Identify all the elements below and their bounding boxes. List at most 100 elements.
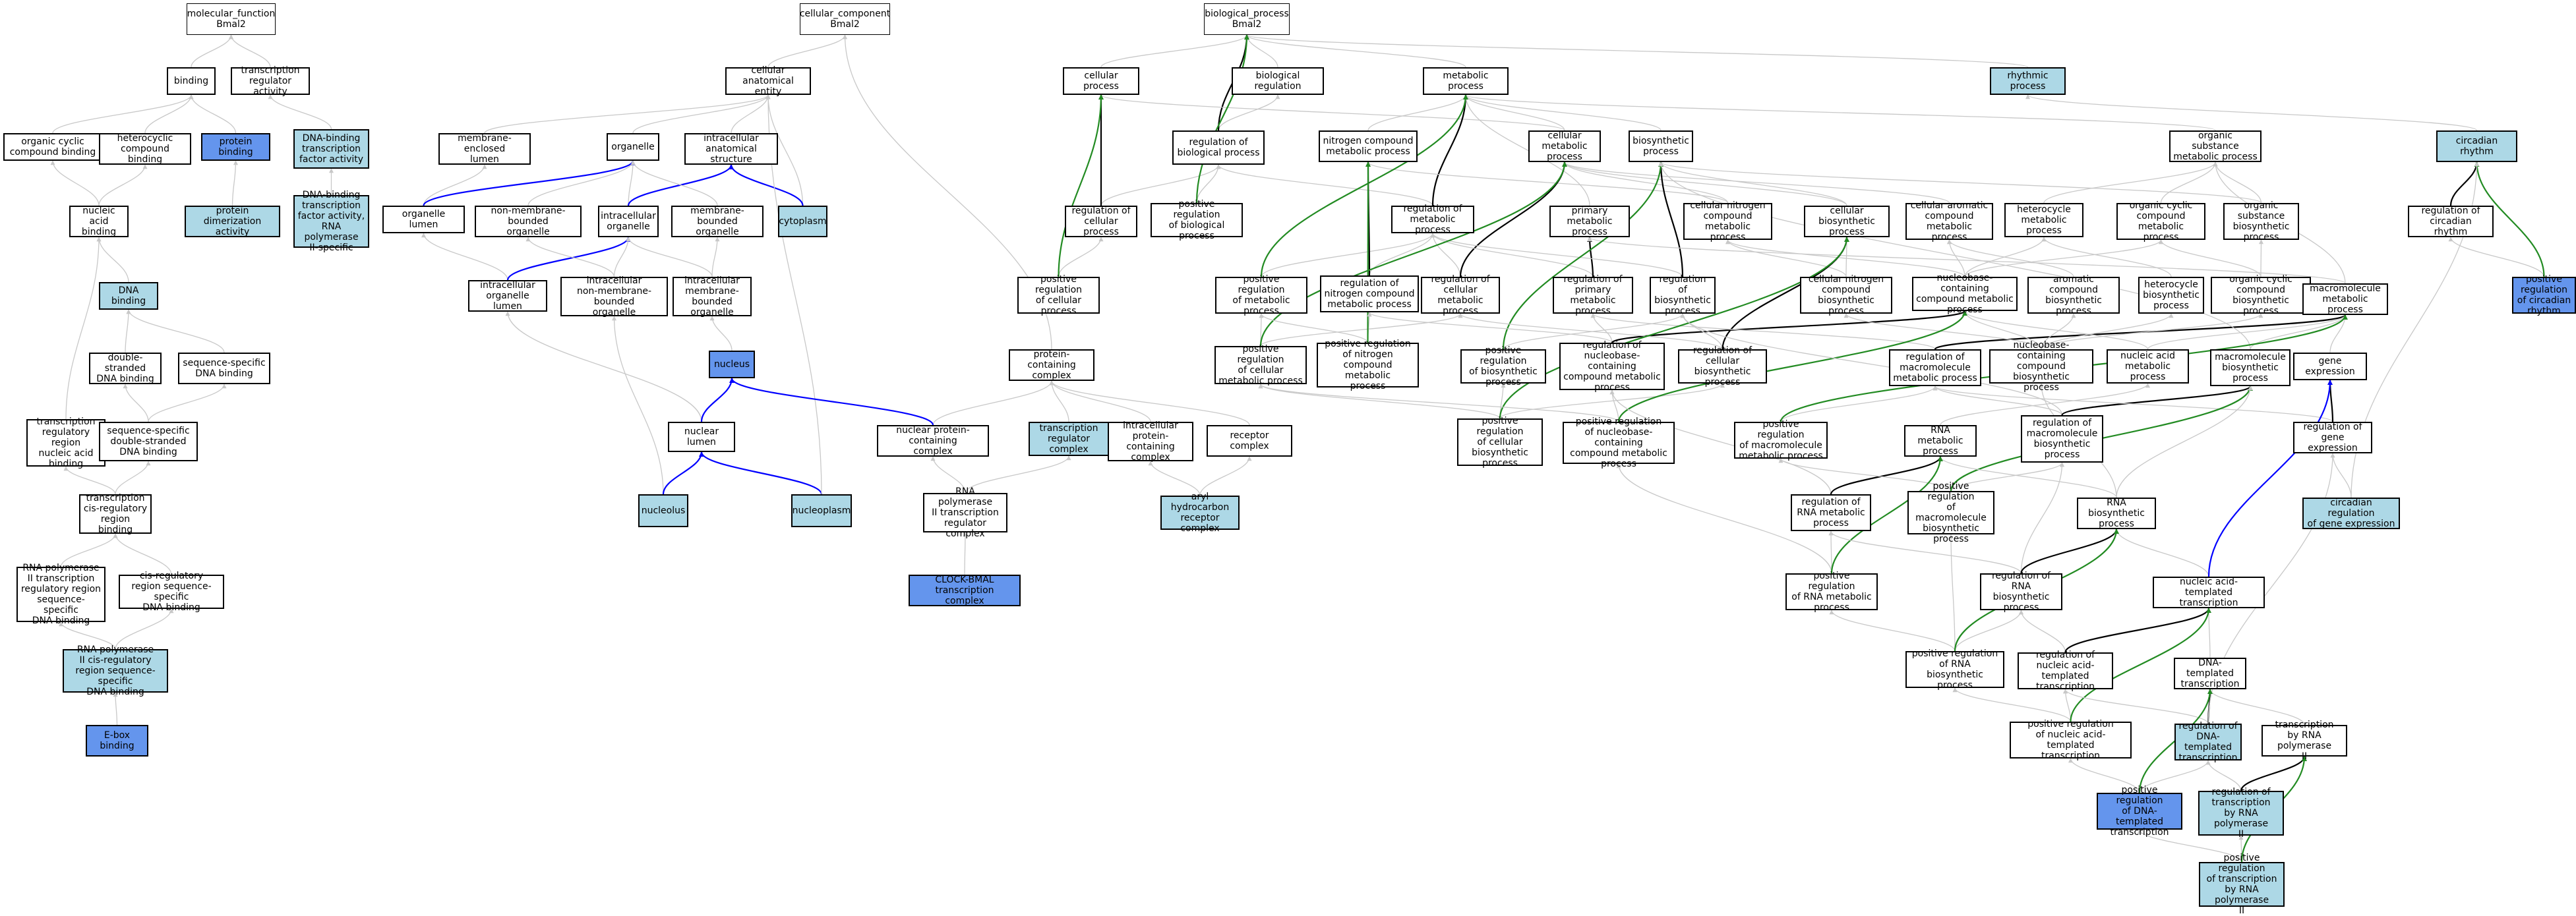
go-term-node-mmp[interactable]: macromolecule metabolic process — [2302, 283, 2388, 315]
go-term-node-reg-cp[interactable]: regulation of cellular process — [1065, 206, 1137, 237]
go-term-node-osmp[interactable]: organic substance metabolic process — [2169, 130, 2261, 162]
go-term-node-pos-reg-natt[interactable]: positive regulation of nucleic acid-temp… — [2010, 719, 2132, 761]
go-term-node-pcc[interactable]: protein-containing complex — [1009, 349, 1094, 381]
go-term-node-bio-reg[interactable]: biological regulation — [1232, 67, 1324, 95]
go-term-node-tcrrb[interactable]: transcription cis-regulatory region bind… — [79, 493, 152, 535]
go-term-node-acbp[interactable]: aromatic compound biosynthetic process — [2027, 274, 2120, 316]
go-term-node-rhythmic[interactable]: rhythmic process — [1990, 67, 2066, 95]
go-term-node-icpcc[interactable]: intracellular protein-containing complex — [1108, 420, 1193, 463]
go-term-node-protein-binding[interactable]: protein binding — [201, 133, 270, 161]
go-term-node-pos-reg-mp[interactable]: positive regulation of metabolic process — [1215, 274, 1307, 316]
go-term-node-dbtfa[interactable]: DNA-binding transcription factor activit… — [293, 129, 369, 169]
go-term-node-pos-reg-circ[interactable]: positive regulation of circadian rhythm — [2512, 274, 2576, 316]
go-term-node-organelle[interactable]: organelle — [607, 133, 659, 161]
go-term-node-circadian[interactable]: circadian rhythm — [2436, 130, 2517, 162]
go-term-node-receptor-complex[interactable]: receptor complex — [1207, 425, 1292, 457]
go-term-node-cellular-process[interactable]: cellular process — [1063, 67, 1139, 95]
go-term-node-nbcmp[interactable]: nucleobase-containing compound metabolic… — [1912, 273, 2018, 315]
go-term-node-pos-reg-rnamp[interactable]: positive regulation of RNA metabolic pro… — [1785, 571, 1878, 613]
go-term-node-ds-dna[interactable]: double-stranded DNA binding — [89, 353, 162, 384]
go-term-node-nbcbp[interactable]: nucleobase-containing compound biosynthe… — [1989, 340, 2093, 393]
go-term-node-trc[interactable]: transcription regulator complex — [1029, 422, 1109, 456]
go-term-node-clock[interactable]: CLOCK-BMAL transcription complex — [909, 575, 1021, 606]
go-term-node-tr-activity[interactable]: transcription regulator activity — [231, 65, 310, 97]
go-term-node-pos-reg-ncmp[interactable]: positive regulation of nitrogen compound… — [1317, 339, 1419, 391]
go-term-node-ias[interactable]: intracellular anatomical structure — [684, 133, 778, 165]
go-term-node-nucleus[interactable]: nucleus — [709, 351, 755, 378]
go-term-node-pos-reg-cp[interactable]: positive regulation of cellular process — [1017, 274, 1100, 316]
go-term-node-binding[interactable]: binding — [167, 67, 216, 95]
go-term-node-nmbo[interactable]: non-membrane-bounded organelle — [475, 206, 582, 237]
go-term-node-pol2-trc[interactable]: RNA polymerase II transcription regulato… — [923, 486, 1007, 539]
go-term-node-reg-circ[interactable]: regulation of circadian rhythm — [2408, 206, 2494, 237]
go-term-node-hbp[interactable]: heterocycle biosynthetic process — [2138, 277, 2204, 314]
go-term-node-bp[interactable]: biological_process Bmal2 — [1204, 3, 1290, 35]
go-term-node-rna-mp[interactable]: RNA metabolic process — [1904, 425, 1977, 457]
go-term-node-gene-expr[interactable]: gene expression — [2293, 353, 2367, 380]
go-term-node-natt[interactable]: nucleic acid-templated transcription — [2153, 577, 2265, 608]
go-term-node-circ-reg-ge[interactable]: circadian regulation of gene expression — [2302, 498, 2400, 529]
go-term-node-reg-bio[interactable]: regulation of biological process — [1172, 130, 1265, 165]
go-term-node-pos-reg-bsp[interactable]: positive regulation of biosynthetic proc… — [1460, 345, 1546, 387]
go-term-node-org-lumen[interactable]: organelle lumen — [382, 206, 465, 233]
go-term-node-bsp[interactable]: biosynthetic process — [1629, 130, 1693, 162]
go-term-node-hcb[interactable]: heterocyclic compound binding — [99, 133, 191, 165]
go-term-node-pos-reg-dtt[interactable]: positive regulation of DNA-templated tra… — [2097, 785, 2182, 838]
go-term-node-pol2-trr[interactable]: RNA polymerase II transcription regulato… — [16, 563, 105, 626]
go-term-node-ocb[interactable]: organic cyclic compound binding — [3, 133, 102, 161]
go-term-node-reg-cmp[interactable]: regulation of cellular metabolic process — [1421, 274, 1500, 316]
go-term-node-ahr[interactable]: aryl hydrocarbon receptor complex — [1160, 492, 1240, 534]
go-term-node-icnmbo[interactable]: intracellular non-membrane-bounded organ… — [560, 275, 668, 318]
go-term-node-reg-cbsp[interactable]: regulation of cellular biosynthetic proc… — [1678, 345, 1767, 387]
go-term-node-npcc[interactable]: nuclear protein-containing complex — [877, 425, 989, 457]
go-term-node-rna-bsp[interactable]: RNA biosynthetic process — [2077, 498, 2156, 529]
go-term-node-reg-bsp[interactable]: regulation of biosynthetic process — [1650, 274, 1716, 316]
go-term-node-mbo[interactable]: membrane-bounded organelle — [671, 206, 764, 237]
go-term-node-icmbo[interactable]: intracellular membrane-bounded organelle — [673, 275, 752, 318]
go-term-node-pos-reg-cbsp[interactable]: positive regulation of cellular biosynth… — [1457, 416, 1543, 469]
go-term-node-dna-binding[interactable]: DNA binding — [99, 282, 158, 310]
go-term-node-nab[interactable]: nucleic acid binding — [69, 206, 129, 237]
go-term-node-cae[interactable]: cellular anatomical entity — [725, 65, 811, 97]
go-term-node-pos-reg-rnabsp[interactable]: positive regulation of RNA biosynthetic … — [1905, 648, 2004, 691]
go-term-node-icol[interactable]: intracellular organelle lumen — [468, 280, 547, 312]
go-term-node-reg-mbsp[interactable]: regulation of macromolecule biosynthetic… — [2021, 415, 2103, 463]
go-term-node-reg-pmp[interactable]: regulation of primary metabolic process — [1553, 274, 1633, 316]
go-term-node-osbp[interactable]: organic substance biosynthetic process — [2223, 200, 2299, 243]
go-term-node-pol2-crr[interactable]: RNA polymerase II cis-regulatory region … — [63, 644, 168, 697]
go-term-node-reg-mmp[interactable]: regulation of macromolecule metabolic pr… — [1889, 349, 1981, 386]
go-term-node-reg-tr-pol2[interactable]: regulation of transcription by RNA polym… — [2198, 787, 2284, 840]
go-term-node-occbp[interactable]: organic cyclic compound biosynthetic pro… — [2211, 274, 2311, 316]
go-term-node-icorg[interactable]: intracellular organelle — [598, 206, 659, 237]
go-term-node-pos-reg-mmp[interactable]: positive regulation of macromolecule met… — [1734, 419, 1828, 461]
go-term-node-ebox[interactable]: E-box binding — [86, 725, 148, 757]
go-term-node-nucleoplasm[interactable]: nucleoplasm — [791, 494, 852, 527]
go-term-node-mf[interactable]: molecular_function Bmal2 — [187, 3, 276, 35]
go-term-node-mbsp[interactable]: macromolecule biosynthetic process — [2210, 349, 2291, 386]
go-term-node-nuclear-lumen[interactable]: nuclear lumen — [668, 422, 735, 452]
go-term-node-occmp[interactable]: organic cyclic compound metabolic proces… — [2116, 200, 2205, 243]
go-term-node-reg-ge[interactable]: regulation of gene expression — [2293, 422, 2372, 453]
go-term-node-cytoplasm[interactable]: cytoplasm — [778, 206, 827, 237]
go-term-node-cacmp[interactable]: cellular aromatic compound metabolic pro… — [1905, 200, 1993, 243]
go-term-node-crrss[interactable]: cis-regulatory region sequence-specific … — [119, 571, 224, 613]
go-term-node-reg-mp[interactable]: regulation of metabolic process — [1391, 204, 1474, 235]
go-term-node-ss-dna[interactable]: sequence-specific DNA binding — [178, 353, 270, 384]
go-term-node-reg-natt[interactable]: regulation of nucleic acid-templated tra… — [2018, 650, 2113, 692]
go-term-node-reg-rnamp[interactable]: regulation of RNA metabolic process — [1791, 494, 1871, 531]
go-term-node-pmp[interactable]: primary metabolic process — [1549, 206, 1630, 237]
go-term-node-metabolic-process[interactable]: metabolic process — [1423, 67, 1509, 95]
go-term-node-dbtfa-pol2[interactable]: DNA-binding transcription factor activit… — [293, 190, 369, 253]
go-term-node-ncmp[interactable]: nitrogen compound metabolic process — [1319, 130, 1418, 162]
go-term-node-reg-rnabsp[interactable]: regulation of RNA biosynthetic process — [1980, 571, 2062, 613]
go-term-node-reg-dtt[interactable]: regulation of DNA-templated transcriptio… — [2174, 721, 2242, 763]
go-term-node-namp[interactable]: nucleic acid metabolic process — [2107, 349, 2189, 384]
go-term-node-trr-nab[interactable]: transcription regulatory region nucleic … — [26, 416, 105, 469]
go-term-node-nucleolus[interactable]: nucleolus — [638, 494, 688, 527]
go-term-node-cncmp[interactable]: cellular nitrogen compound metabolic pro… — [1683, 200, 1772, 243]
go-term-node-cc[interactable]: cellular_component Bmal2 — [800, 3, 890, 35]
go-term-node-pos-reg-mbsp[interactable]: positive regulation of macromolecule bio… — [1907, 481, 1994, 544]
go-term-node-pda[interactable]: protein dimerization activity — [185, 206, 280, 237]
go-term-node-hmp[interactable]: heterocycle metabolic process — [2004, 203, 2083, 237]
go-term-node-reg-nbcmp[interactable]: regulation of nucleobase-containing comp… — [1559, 340, 1665, 393]
